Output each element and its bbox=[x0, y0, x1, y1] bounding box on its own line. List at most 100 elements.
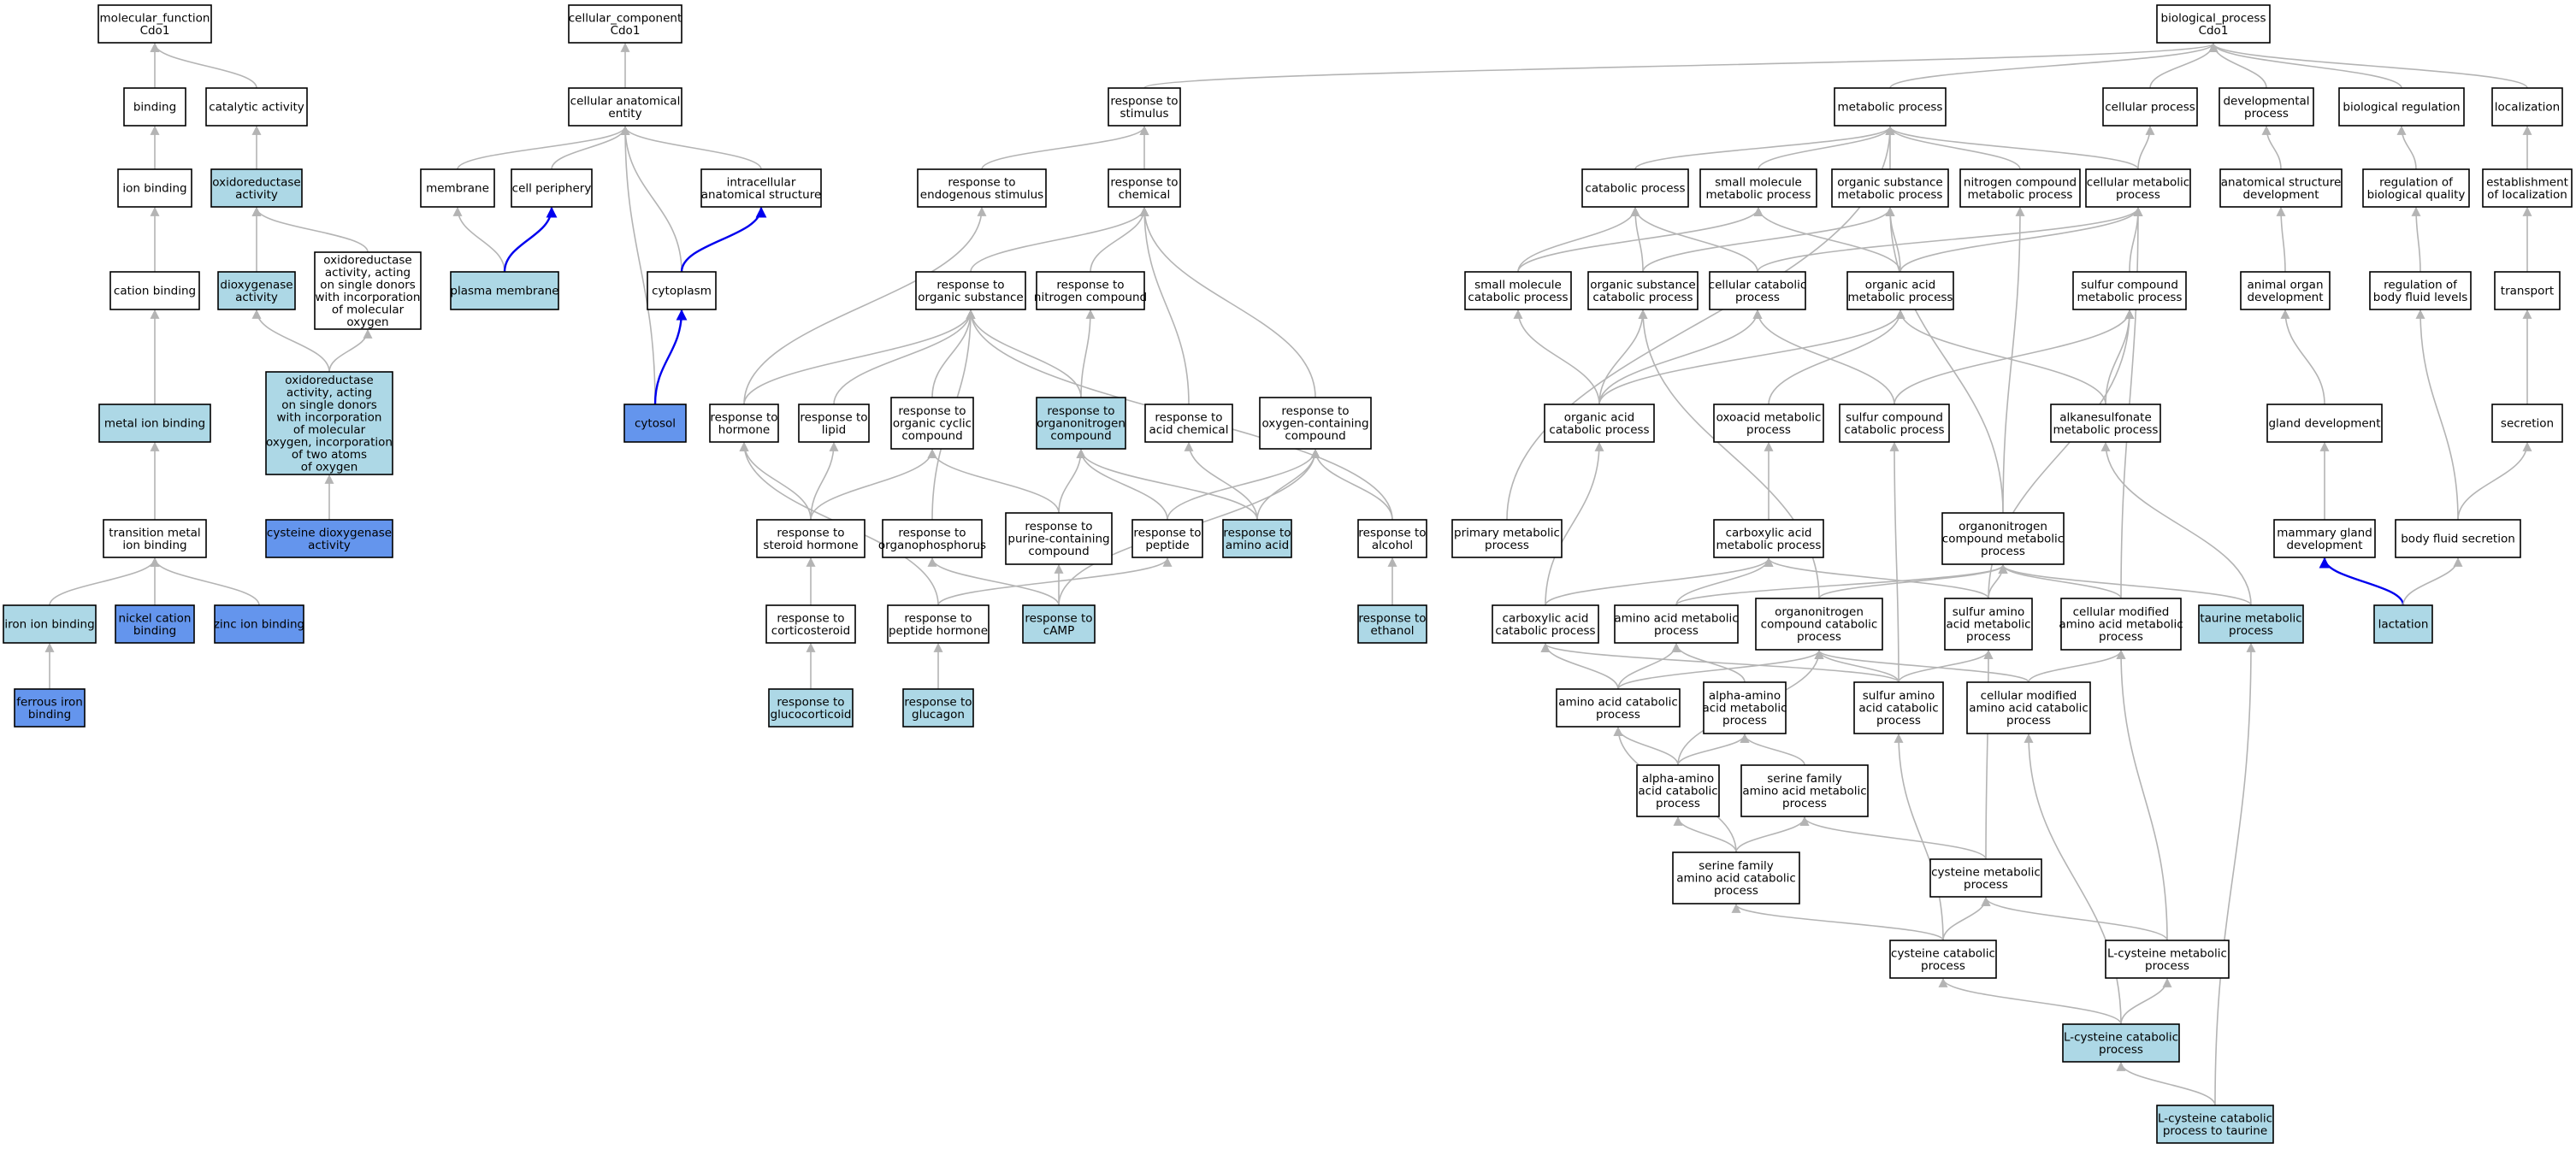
edge-resp_hormone-to-resp_endogenous bbox=[743, 206, 987, 405]
node-label-line: organic substance bbox=[1590, 278, 1695, 292]
node-label-line: response to bbox=[800, 410, 867, 424]
edge-plasma_membrane-to-membrane bbox=[452, 206, 505, 273]
node-label-line: amino acid catabolic bbox=[1676, 872, 1796, 886]
node-label-line: organonitrogen bbox=[1959, 520, 2047, 533]
edge-oxred_single-to-oxidoreductase bbox=[251, 206, 369, 253]
node-body-fluid-sec: body fluid secretion bbox=[2395, 519, 2521, 558]
edge-org_sub_cat-to-org_sub_met bbox=[1642, 206, 1895, 273]
edge-resp_stimulus-to-bp_root bbox=[1143, 42, 2218, 89]
node-bio-regulation: biological regulation bbox=[2338, 87, 2465, 127]
node-box bbox=[117, 168, 192, 208]
edge-catabolic-to-metabolic bbox=[1634, 125, 1895, 170]
node-label-line: organic substance bbox=[1837, 175, 1942, 189]
edge-catalytic-to-mf_root bbox=[150, 42, 257, 89]
node-box bbox=[1357, 604, 1427, 644]
node-label-line: of oxygen bbox=[301, 460, 358, 474]
node-box bbox=[1108, 87, 1181, 127]
edge-l_cys_met-to-cell_mod_aa_met bbox=[2116, 649, 2168, 941]
node-label-line: activity bbox=[235, 188, 278, 202]
node-label-line: endogenous stimulus bbox=[920, 188, 1043, 202]
node-box bbox=[623, 404, 687, 443]
edge-plasma_membrane-to-periphery bbox=[503, 206, 558, 273]
node-label-line: establishment bbox=[2486, 175, 2568, 189]
node-box bbox=[882, 519, 983, 558]
node-label-line: glucagon bbox=[912, 708, 965, 722]
node-label-line: metabolic process bbox=[1848, 291, 1953, 304]
node-label-line: biological regulation bbox=[2343, 101, 2460, 115]
edge-sulfur_aa_cat-to-carboxylic_cat bbox=[1540, 642, 1900, 683]
edge-oxred_two-to-dioxygenase bbox=[251, 309, 330, 373]
edge-periphery-to-cae bbox=[551, 125, 630, 170]
edge-reg_body_fluid-to-reg_bio_quality bbox=[2411, 206, 2421, 273]
node-label-line: glucocorticoid bbox=[771, 708, 852, 722]
node-label-line: process to taurine bbox=[2163, 1124, 2267, 1138]
node-label-line: response to bbox=[1110, 94, 1178, 108]
node-label-line: process bbox=[2229, 624, 2273, 638]
node-label-line: body fluid levels bbox=[2373, 291, 2468, 304]
node-box bbox=[1699, 168, 1817, 208]
edge-sulfur_cpd_cat-to-cellular_cat bbox=[1752, 309, 1895, 405]
node-metabolic: metabolic process bbox=[1834, 87, 1947, 127]
node-label-line: response to bbox=[936, 278, 1004, 292]
edge-l_cys_taurine-to-l_cys_cat bbox=[2116, 1061, 2216, 1106]
node-label-line: Cdo1 bbox=[611, 24, 641, 38]
node-label-line: process bbox=[1797, 630, 1841, 644]
edge-sulfur_aa_met-to-carboxylic_met bbox=[1764, 557, 1989, 599]
node-label-line: activity bbox=[235, 291, 278, 304]
node-label-line: hormone bbox=[718, 423, 770, 437]
edge-resp_peptide-to-resp_oxygen bbox=[1167, 448, 1320, 521]
node-box bbox=[103, 519, 207, 558]
node-label-line: process bbox=[1654, 624, 1699, 638]
node-label-line: ion binding bbox=[122, 539, 186, 552]
node-label-line: metabolic process bbox=[2077, 291, 2183, 304]
node-label-line: regulation of bbox=[2384, 278, 2458, 292]
node-cation-binding: cation binding bbox=[109, 271, 200, 310]
node-label-line: cellular catabolic bbox=[1709, 278, 1807, 292]
node-metal-ion: metal ion binding bbox=[98, 404, 211, 443]
edge-cell_mod_aa_cat-to-cell_mod_aa_met bbox=[2028, 649, 2126, 683]
node-label-line: organonitrogen bbox=[1037, 417, 1126, 431]
node-label-line: process bbox=[2145, 959, 2189, 973]
node-box bbox=[2102, 87, 2198, 127]
edge-resp_oxygen-to-resp_chemical bbox=[1139, 206, 1316, 398]
node-label-line: intracellular bbox=[727, 175, 796, 189]
edge-l_cys_cat-to-cell_mod_aa_cat bbox=[2024, 733, 2122, 1025]
node-label-line: metal ion binding bbox=[104, 417, 205, 431]
node-label-line: response to bbox=[1155, 410, 1222, 424]
node-label-line: development bbox=[2286, 539, 2362, 552]
node-label-line: cellular_component bbox=[569, 11, 682, 25]
node-label-line: cellular anatomical bbox=[570, 94, 681, 108]
edge-serine_fam_cat-to-alpha_aa_cat bbox=[1673, 816, 1737, 853]
node-label-line: anatomical structure bbox=[701, 188, 822, 202]
node-box bbox=[115, 604, 195, 644]
node-box bbox=[700, 168, 822, 208]
node-box bbox=[1959, 168, 2081, 208]
node-box bbox=[1944, 598, 2033, 651]
node-box bbox=[765, 604, 856, 644]
edge-sulfur_aa_cat-to-sulfur_cpd_cat bbox=[1889, 441, 1900, 683]
edge-alpha_aa_cat-to-aa_cat bbox=[1613, 726, 1679, 766]
edge-resp_organonitrogen-to-resp_nitrogen bbox=[1080, 309, 1096, 398]
node-box bbox=[568, 87, 682, 127]
edge-resp_steroid-to-resp_org_cyclic bbox=[810, 448, 937, 521]
node-label-line: body fluid secretion bbox=[2401, 533, 2515, 546]
edge-cytosol-to-cytoplasm bbox=[653, 309, 688, 405]
